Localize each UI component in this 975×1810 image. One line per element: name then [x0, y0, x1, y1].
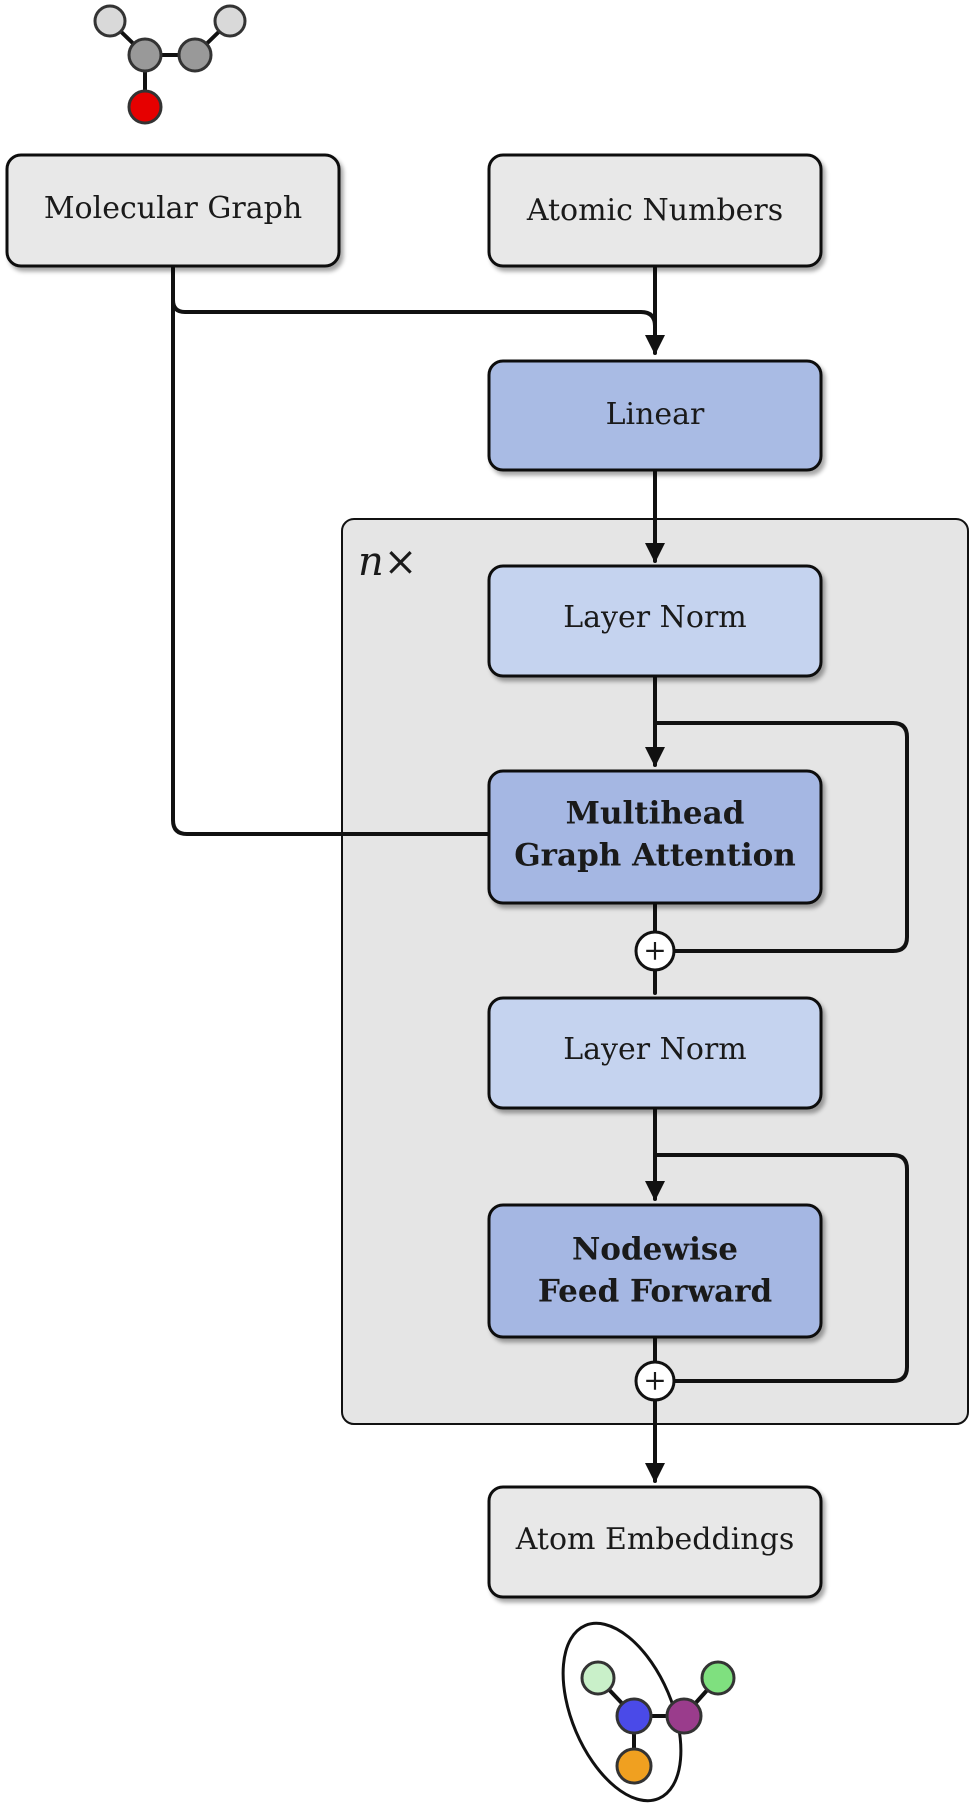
ffn-label-line1: Nodewise: [572, 1232, 738, 1268]
molecular-graph-label: Molecular Graph: [44, 191, 302, 226]
output-atom-top-left: [580, 1660, 616, 1696]
output-atom-center-purple: [665, 1697, 703, 1735]
add-node-2: +: [634, 1360, 676, 1402]
add-1-symbol: +: [643, 934, 666, 967]
input-molecule-icon: [93, 4, 247, 125]
layer-norm-2-label: Layer Norm: [563, 1032, 747, 1067]
output-molecule-highlight-ellipse: [561, 1621, 683, 1803]
linear-node: Linear: [487, 359, 823, 472]
ffn-label-line2: Feed Forward: [538, 1274, 772, 1310]
input-atom-oxygen: [127, 89, 163, 125]
connection-lines: [171, 266, 909, 1483]
attention-label-line1: Multihead: [566, 796, 745, 832]
atomic-numbers-label: Atomic Numbers: [526, 193, 783, 228]
atom-embeddings-node: Atom Embeddings: [487, 1485, 823, 1599]
layer-norm-node-2: Layer Norm: [487, 996, 823, 1110]
output-atom-top-right: [700, 1660, 736, 1696]
layer-norm-1-label: Layer Norm: [563, 600, 747, 635]
molecular-graph-node: Molecular Graph: [5, 153, 341, 268]
output-atom-bottom-orange: [615, 1747, 653, 1785]
output-atom-center-blue: [615, 1697, 653, 1735]
nodewise-feed-forward-node: Nodewise Feed Forward: [487, 1203, 823, 1339]
output-molecule-icon: [561, 1621, 736, 1803]
layer-norm-node-1: Layer Norm: [487, 564, 823, 678]
add-node-1: +: [634, 930, 676, 972]
multihead-graph-attention-node: Multihead Graph Attention: [487, 769, 823, 905]
attention-label-line2: Graph Attention: [514, 838, 796, 874]
repeat-count-label: n×: [358, 539, 417, 585]
input-atom-carbon-right: [177, 37, 213, 73]
add-2-symbol: +: [643, 1364, 666, 1397]
input-atom-hydrogen-left: [93, 4, 127, 38]
atom-embeddings-label: Atom Embeddings: [515, 1522, 794, 1557]
atomic-numbers-node: Atomic Numbers: [487, 153, 823, 268]
linear-label: Linear: [606, 397, 705, 432]
input-atom-carbon-left: [127, 37, 163, 73]
input-atom-hydrogen-right: [213, 4, 247, 38]
